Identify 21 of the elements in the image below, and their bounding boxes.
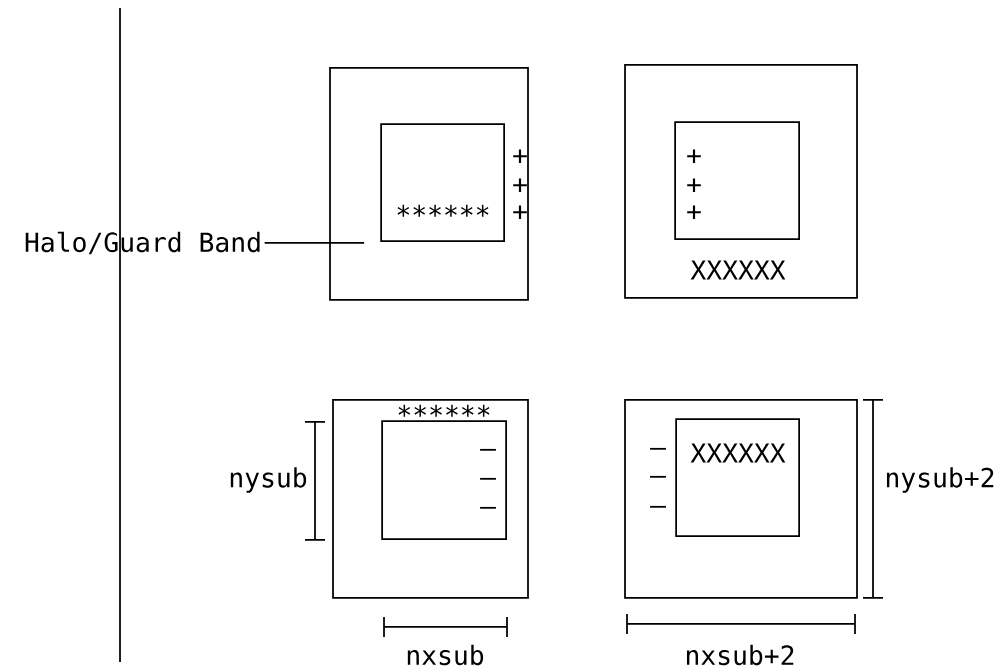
inner-box xyxy=(381,420,507,540)
boundary-mark: + xyxy=(687,149,701,164)
boundary-mark: + xyxy=(687,205,701,220)
boundary-row: ∗∗∗∗∗∗ xyxy=(397,204,489,217)
inner-box xyxy=(674,121,800,240)
boundary-row: XXXXXX xyxy=(690,443,786,463)
inner-box xyxy=(380,123,505,242)
boundary-mark: + xyxy=(687,178,701,193)
boundary-mark: – xyxy=(480,506,496,509)
outer-box xyxy=(332,399,529,599)
outer-box xyxy=(624,399,858,599)
inner-box xyxy=(675,418,800,537)
dimension-label: nxsub xyxy=(407,644,484,666)
dimension-label: nxsub+2 xyxy=(686,644,794,666)
outer-box xyxy=(624,64,858,299)
boundary-mark: – xyxy=(480,448,496,451)
dimension-label: nysub+2 xyxy=(886,467,994,493)
outer-box xyxy=(329,67,529,301)
leader-line xyxy=(263,242,365,244)
boundary-mark: – xyxy=(480,477,496,480)
dimension-label: nysub xyxy=(230,467,307,493)
